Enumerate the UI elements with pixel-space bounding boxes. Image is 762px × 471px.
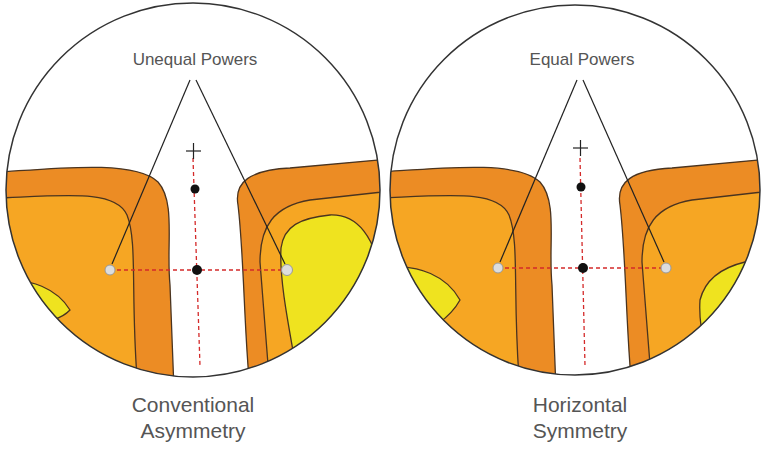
reference-marks <box>105 80 293 366</box>
reference-marks <box>493 80 671 366</box>
power-label: Unequal Powers <box>131 49 260 70</box>
power-label: Equal Powers <box>528 49 637 70</box>
lens-caption: Conventional Asymmetry <box>108 392 278 445</box>
power-zones <box>0 158 400 390</box>
lens-caption: Horizontal Symmetry <box>495 392 665 445</box>
power-zones <box>380 158 762 390</box>
